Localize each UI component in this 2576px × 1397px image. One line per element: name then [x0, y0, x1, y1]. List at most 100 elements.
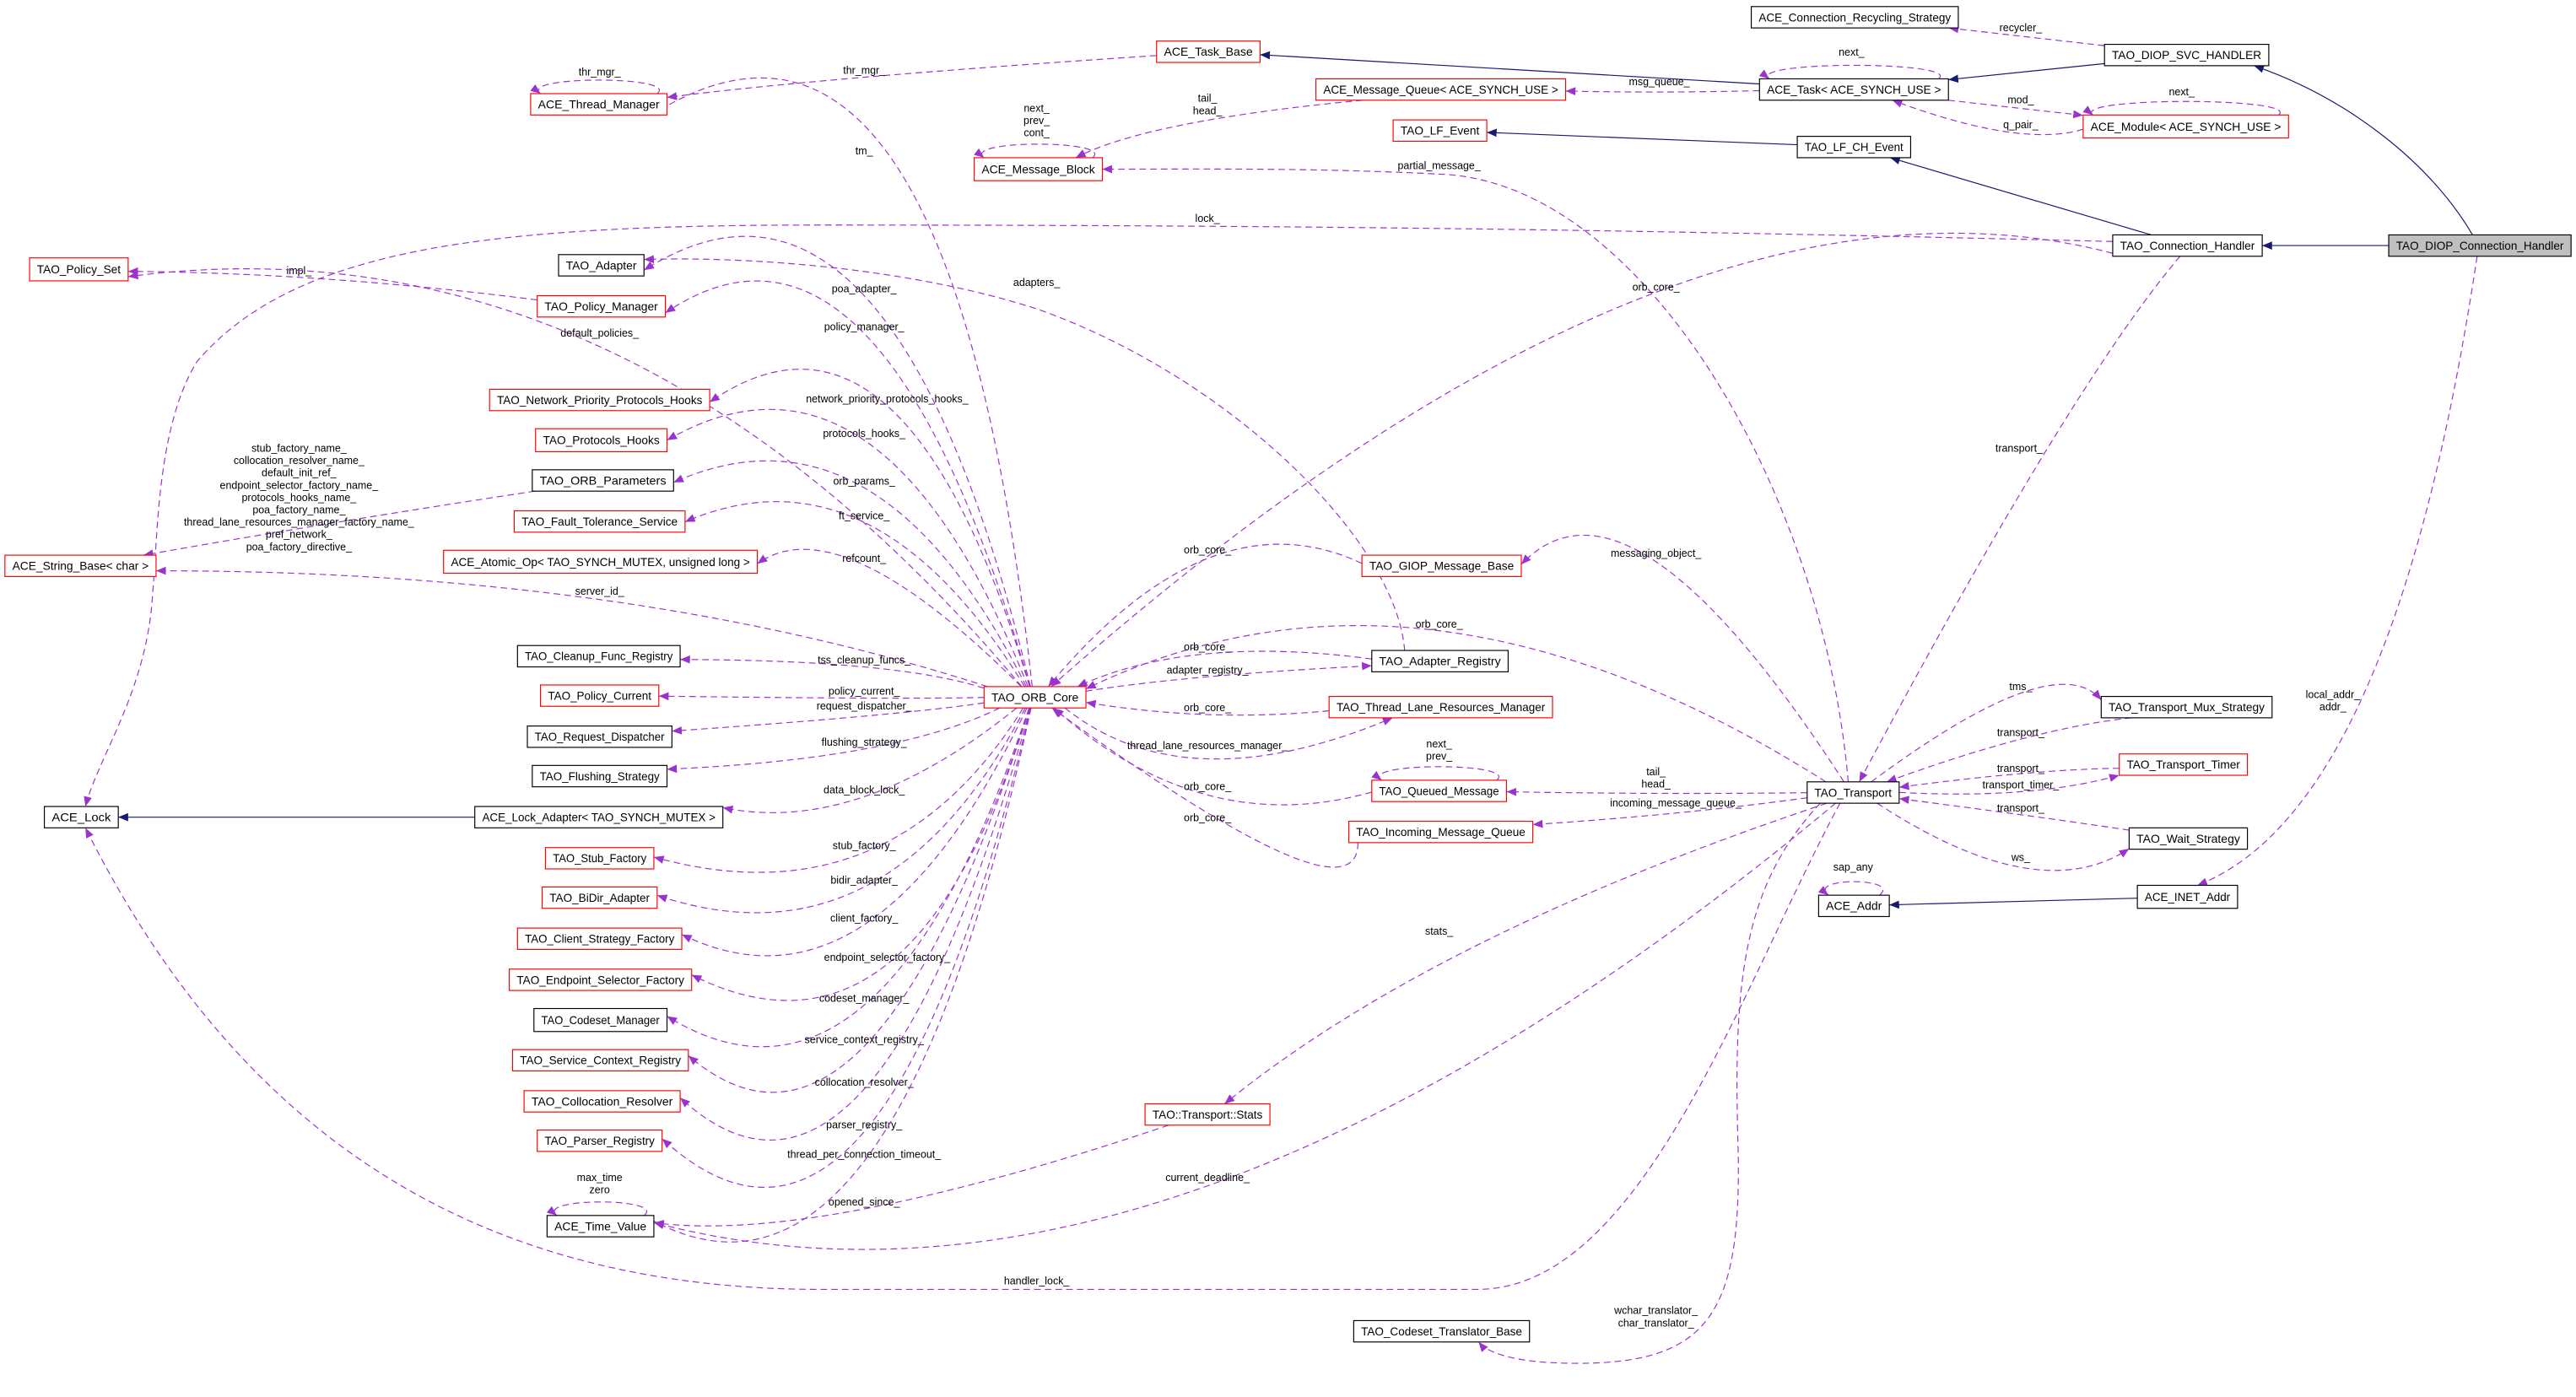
class-node-lock[interactable]: ACE_Lock: [43, 806, 119, 828]
class-name: ACE_Module< ACE_SYNCH_USE >: [2091, 121, 2282, 133]
class-node-giop[interactable]: TAO_GIOP_Message_Base: [1361, 554, 1522, 578]
edge-label: handler_lock_: [1004, 1276, 1071, 1287]
class-node-pcur[interactable]: TAO_Policy_Current: [540, 684, 660, 707]
usage-edge: [1886, 717, 2131, 783]
class-node-mq[interactable]: ACE_Message_Queue< ACE_SYNCH_USE >: [1315, 78, 1567, 101]
class-box: [983, 686, 1087, 709]
class-node-tdsvc[interactable]: TAO_DIOP_SVC_HANDLER: [2103, 43, 2270, 67]
class-box: [532, 764, 668, 788]
edge-label: orb_params_: [833, 475, 895, 487]
class-box: [546, 1215, 655, 1238]
edge-label: addr_: [2319, 701, 2347, 713]
class-node-cleanup[interactable]: TAO_Cleanup_Func_Registry: [516, 645, 681, 668]
class-node-diop[interactable]: TAO_DIOP_Connection_Handler: [2388, 234, 2572, 257]
edge-label: thr_mgr_: [843, 65, 886, 77]
class-node-ctb[interactable]: TAO_Codeset_Translator_Base: [1353, 1319, 1531, 1343]
usage-edge: [653, 802, 1836, 1250]
class-node-ft[interactable]: TAO_Fault_Tolerance_Service: [513, 510, 686, 533]
class-node-inet[interactable]: ACE_INET_Addr: [2136, 884, 2238, 909]
class-node-lfevent[interactable]: TAO_LF_Event: [1392, 119, 1488, 143]
class-node-timer[interactable]: TAO_Transport_Timer: [2119, 753, 2249, 776]
class-name: TAO_GIOP_Message_Base: [1369, 560, 1514, 573]
class-node-qm[interactable]: TAO_Queued_Message: [1371, 779, 1508, 802]
class-node-adapter[interactable]: TAO_Adapter: [558, 254, 645, 277]
class-node-lockad[interactable]: ACE_Lock_Adapter< TAO_SYNCH_MUTEX >: [474, 806, 724, 828]
class-node-areg[interactable]: TAO_Adapter_Registry: [1371, 650, 1509, 672]
class-name: TAO_Adapter_Registry: [1380, 655, 1501, 668]
class-node-pmgr[interactable]: TAO_Policy_Manager: [537, 294, 667, 318]
class-name: TAO_Adapter: [566, 259, 637, 272]
class-box: [1371, 650, 1509, 672]
class-node-transport[interactable]: TAO_Transport: [1806, 781, 1900, 804]
inheritance-edge: [1889, 156, 2152, 236]
class-node-pset[interactable]: TAO_Policy_Set: [29, 257, 129, 282]
class-node-flush[interactable]: TAO_Flushing_Strategy: [532, 764, 668, 788]
class-name: TAO_Queued_Message: [1380, 785, 1499, 797]
class-node-orb[interactable]: TAO_ORB_Core: [983, 686, 1087, 709]
class-node-nph[interactable]: TAO_Network_Priority_Protocols_Hooks: [489, 388, 710, 412]
inheritance-edge: [1260, 51, 1760, 85]
class-node-tv[interactable]: ACE_Time_Value: [546, 1215, 655, 1238]
class-node-stub[interactable]: TAO_Stub_Factory: [544, 847, 655, 870]
usage-edge: [680, 655, 985, 689]
inheritance-edge: [1487, 128, 1798, 146]
usage-edge: [1898, 774, 2120, 795]
class-box: [523, 1090, 681, 1113]
class-node-ph[interactable]: TAO_Protocols_Hooks: [535, 428, 668, 453]
class-node-atomic[interactable]: ACE_Atomic_Op< TAO_SYNCH_MUTEX, unsigned…: [443, 549, 759, 574]
class-node-stats[interactable]: TAO::Transport::Stats: [1144, 1103, 1271, 1126]
class-node-wait[interactable]: TAO_Wait_Strategy: [2128, 827, 2249, 850]
class-node-crs[interactable]: ACE_Connection_Recycling_Strategy: [1750, 6, 1959, 29]
class-name: TAO_ORB_Core: [991, 691, 1078, 704]
class-node-imq[interactable]: TAO_Incoming_Message_Queue: [1347, 820, 1534, 844]
usage-edge: [127, 267, 537, 301]
class-node-params[interactable]: TAO_ORB_Parameters: [532, 469, 674, 492]
class-name: ACE_Thread_Manager: [538, 99, 661, 111]
class-node-coll[interactable]: TAO_Collocation_Resolver: [523, 1090, 681, 1113]
edge-label: zero: [590, 1184, 610, 1196]
class-box: [1758, 78, 1949, 101]
class-node-csf[interactable]: TAO_Client_Strategy_Factory: [516, 927, 683, 950]
usage-edge: [667, 408, 1029, 688]
class-node-scr[interactable]: TAO_Service_Context_Registry: [511, 1049, 689, 1072]
class-node-reqd[interactable]: TAO_Request_Dispatcher: [527, 725, 672, 748]
class-box: [1806, 781, 1900, 804]
class-name: ACE_String_Base< char >: [13, 560, 149, 573]
class-node-bidir[interactable]: TAO_BiDir_Adapter: [541, 886, 658, 909]
class-box: [532, 469, 674, 492]
class-node-tm[interactable]: ACE_Thread_Manager: [530, 93, 668, 116]
usage-edge: [691, 708, 1030, 1001]
usage-edge: [667, 707, 1001, 774]
class-name: TAO_Fault_Tolerance_Service: [521, 515, 678, 528]
usage-edge: [709, 369, 1030, 688]
class-node-strbase[interactable]: ACE_String_Base< char >: [4, 554, 157, 578]
class-node-task[interactable]: ACE_Task< ACE_SYNCH_USE >: [1758, 78, 1949, 101]
edge-label: current_deadline_: [1165, 1172, 1250, 1184]
edge-label: max_time: [577, 1172, 623, 1184]
usage-edge: [974, 143, 1096, 159]
edge-label: orb_core_: [1184, 702, 1232, 714]
class-name: TAO_Parser_Registry: [544, 1135, 655, 1147]
class-node-esf[interactable]: TAO_Endpoint_Selector_Factory: [509, 968, 693, 991]
class-node-mod[interactable]: ACE_Module< ACE_SYNCH_USE >: [2082, 114, 2289, 139]
class-node-mb[interactable]: ACE_Message_Block: [974, 157, 1104, 181]
edge-label: orb_core_: [1184, 812, 1232, 824]
class-node-csm[interactable]: TAO_Codeset_Manager: [533, 1007, 668, 1033]
class-name: TAO_Collocation_Resolver: [532, 1095, 673, 1108]
edge-label: prev_: [1023, 115, 1050, 127]
edge-label: wchar_translator_: [1613, 1305, 1698, 1317]
class-node-mux[interactable]: TAO_Transport_Mux_Strategy: [2100, 695, 2273, 719]
edge-label: codeset_manager_: [819, 993, 910, 1005]
class-node-addr[interactable]: ACE_Addr: [1817, 894, 1890, 918]
class-name: TAO_BiDir_Adapter: [549, 892, 650, 904]
edge-label: pref_network_: [266, 529, 333, 541]
class-node-parser[interactable]: TAO_Parser_Registry: [537, 1130, 663, 1152]
class-name: TAO::Transport::Stats: [1153, 1108, 1263, 1121]
edge-label: adapter_registry_: [1167, 664, 1250, 676]
class-node-conn[interactable]: TAO_Connection_Handler: [2112, 234, 2263, 257]
usage-edge: [155, 566, 988, 688]
class-node-taskbase[interactable]: ACE_Task_Base: [1156, 40, 1261, 63]
usage-edge: [1085, 661, 1372, 692]
class-node-tlrm[interactable]: TAO_Thread_Lane_Resources_Manager: [1328, 695, 1553, 719]
class-node-lfch[interactable]: TAO_LF_CH_Event: [1796, 136, 1912, 159]
